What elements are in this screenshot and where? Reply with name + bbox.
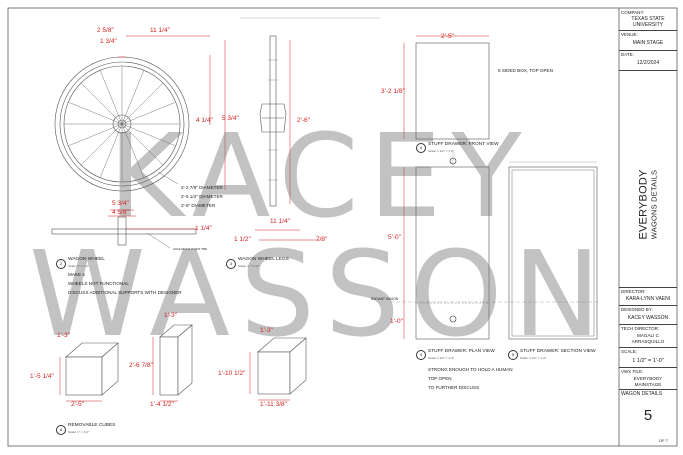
tb-divider xyxy=(619,347,677,348)
legs-dim-right: 7/8" xyxy=(316,236,328,243)
legs-dim-height: 2'-6" xyxy=(297,117,310,124)
drawer-plan-dim-height: 5'-0" xyxy=(388,234,401,241)
cube-1-drawing xyxy=(65,342,119,396)
drawing-title: EVERYBODY WAGONS DETAILS xyxy=(619,158,677,239)
drawing-title-main: EVERYBODY xyxy=(637,169,650,240)
cube-2-drawing xyxy=(159,324,193,396)
wheel-dim-top-b: 1 3/4" xyxy=(100,38,117,45)
cube2-dim-side: 2'-6 7/8" xyxy=(129,362,153,369)
wheel-view-scale: Scale: 3" = 1'-0" xyxy=(68,264,90,268)
cubes-view-scale: Scale: 1" = 1'-0" xyxy=(68,430,90,434)
designer-value: KACEY WASSON xyxy=(627,315,669,321)
cube1-dim-bottom: 2'-5" xyxy=(71,401,84,408)
date-label: DATE: xyxy=(621,52,634,57)
designer-label: DESIGNED BY: xyxy=(621,307,653,312)
venue-value: MAIN STAGE xyxy=(632,40,664,46)
hub-dim-a: 5 3/4" xyxy=(112,200,129,207)
scale-label: SCALE: xyxy=(621,349,638,354)
cube3-dim-top: 1'-3" xyxy=(260,327,273,334)
cube-3-drawing xyxy=(257,337,307,395)
tech-director-label: TECH DIRECTOR: xyxy=(621,326,660,331)
vwx-label: VWX FILE: xyxy=(621,369,644,374)
cube3-dim-bottom: 1'-11 3/8" xyxy=(260,401,287,408)
drawer-plan-label: RADIANT WAGON xyxy=(371,297,399,301)
drawer-front-dim-width: 2'-5" xyxy=(441,33,454,40)
wheel-diameter-2: 2'-5 1/4" DIAMETER xyxy=(181,194,223,199)
drawing-title-sub: WAGONS DETAILS xyxy=(649,169,659,240)
wheel-note-1: MAKE 4 xyxy=(68,272,85,277)
drawer-plan-drawing xyxy=(390,152,600,340)
sheet-number: 5 xyxy=(643,407,653,424)
cube2-dim-bottom: 1'-4 1/2" xyxy=(150,401,174,408)
drawer-section-title: STUFF DRAWER: SECTION VIEW xyxy=(520,349,596,354)
wheel-note-3: DISCUSS ADDITIONAL SUPPORTS WITH DESIGNE… xyxy=(68,290,182,295)
drawer-plan-note-2: TOP OPEN xyxy=(428,376,452,381)
drawer-front-scale: Scale: 1 1/2" = 1'-0" xyxy=(428,149,455,153)
tb-divider xyxy=(619,389,677,390)
wheel-dim-top-c: 11 1/4" xyxy=(150,27,170,34)
venue-label: VENUE: xyxy=(621,32,638,37)
tb-divider xyxy=(619,324,677,325)
wheel-diameter-3: 2'-6" DIAMETER xyxy=(181,203,216,208)
wheel-diameter-1: 2'-2 7/8" DIAMETER xyxy=(181,185,223,190)
director-value: KARA-LYNN VAENI xyxy=(625,296,671,302)
vwx-value: EVERYBODY MAINSTAGE xyxy=(633,376,663,387)
drawer-section-bubble: 5 xyxy=(508,350,518,360)
tb-divider xyxy=(619,305,677,306)
wheel-legs-drawing xyxy=(255,35,320,241)
cube1-dim-top: 1'-3" xyxy=(57,332,70,339)
cubes-view-title: REMOVABLE CUBES xyxy=(68,423,116,428)
cube2-dim-top: 1'-3" xyxy=(164,312,177,319)
drawer-plan-bubble: 4 xyxy=(416,350,426,360)
drawer-front-drawing xyxy=(403,35,490,140)
company-label: COMPANY: xyxy=(621,10,645,15)
drawer-plan-scale: Scale: 1 1/2" = 1'-0" xyxy=(428,356,455,360)
drawer-plan-note-3: TO FURTHER DISCUSS xyxy=(428,385,480,390)
tb-divider xyxy=(619,30,677,31)
drawer-front-bubble: 4 xyxy=(416,143,426,153)
wagon-wheel-drawing xyxy=(51,35,226,249)
title-block: COMPANY: TEXAS STATE UNIVERSITY VENUE: M… xyxy=(619,8,677,446)
wheel-dim-right-a: 4 1/4" xyxy=(196,117,213,124)
hub-dim-c: 1 1/4" xyxy=(195,225,212,232)
cubes-view-bubble: 6 xyxy=(56,425,66,435)
director-label: DIRECTOR: xyxy=(621,289,646,294)
wheel-note-2: WHEELS NOT FUNCTIONAL xyxy=(68,281,129,286)
drawer-section-drawing xyxy=(508,161,598,340)
legs-dim-width: 11 1/4" xyxy=(270,218,290,225)
sheet-total: OF 7 xyxy=(659,438,668,443)
date-value: 12/2/2024 xyxy=(636,60,660,66)
tb-divider xyxy=(619,287,677,288)
tb-divider xyxy=(619,367,677,368)
cube3-dim-side: 1'-10 1/2" xyxy=(218,370,246,377)
tb-divider xyxy=(619,70,677,71)
drawer-front-dim-height: 3'-2 1/8" xyxy=(381,88,405,95)
sheet-border xyxy=(7,7,678,447)
wheel-dim-right-b: 5 3/4" xyxy=(222,115,239,122)
axle-note: AXLE PIVOT POINT TBD xyxy=(173,247,208,251)
legs-view-scale: Scale: 3" = 1'-0" xyxy=(238,264,260,268)
wheel-dim-top-a: 2 5/8" xyxy=(97,27,114,34)
cube1-dim-side: 1'-5 1/4" xyxy=(30,373,54,380)
legs-dim-left: 1 1/2" xyxy=(234,236,251,243)
sheet-name: WAGON DETAILS xyxy=(621,391,663,397)
drawer-front-title: STUFF DRAWER: FRONT VIEW xyxy=(428,142,499,147)
drawer-plan-note-1: STRONG ENOUGH TO HOLD A HUMAN xyxy=(428,367,513,372)
hub-dim-b: 4 5/8" xyxy=(112,209,129,216)
drawer-section-scale: Scale: 1 1/2" = 1'-0" xyxy=(520,356,547,360)
drawer-plan-dim-bottom: 1'-0" xyxy=(390,318,403,325)
wheel-view-bubble: 2 xyxy=(56,259,66,269)
tb-divider xyxy=(619,50,677,51)
wheel-view-title: WAGON WHEEL xyxy=(68,257,105,262)
tech-director-value: MAGALI C ARRASQUILLO xyxy=(631,333,665,344)
cube-dimension-lines xyxy=(59,337,290,402)
legs-view-title: WAGON WHEEL LEGS xyxy=(238,257,289,262)
scale-value: 1 1/2" = 1'-0" xyxy=(632,358,664,364)
drawer-front-note: 5 SIDED BOX, TOP OPEN xyxy=(498,68,553,73)
legs-view-bubble: 3 xyxy=(226,259,236,269)
drawer-plan-title: STUFF DRAWER: PLAN VIEW xyxy=(428,349,495,354)
company-value: TEXAS STATE UNIVERSITY xyxy=(631,16,665,28)
